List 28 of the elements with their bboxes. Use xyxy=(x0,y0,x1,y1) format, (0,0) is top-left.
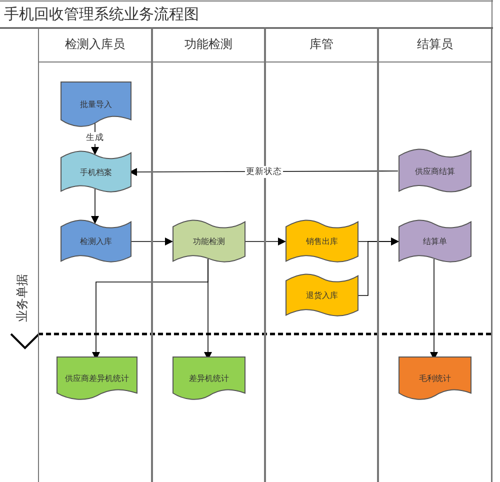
arrow xyxy=(244,238,286,246)
lane-header: 检测入库员 xyxy=(64,36,126,53)
swimlane xyxy=(378,28,492,482)
tape-shape: 退货入库 xyxy=(286,275,358,316)
lane-header: 结算员 xyxy=(416,36,454,53)
tape-shape: 供应商结算 xyxy=(399,150,471,192)
arrow xyxy=(130,238,173,246)
lane-header: 功能检测 xyxy=(184,36,234,53)
arrow xyxy=(91,188,99,224)
tape-shape: 功能检测 xyxy=(173,221,245,262)
arrow xyxy=(356,238,399,296)
edge-label: 生成 xyxy=(85,132,105,144)
section-label: 业务单据 xyxy=(14,273,30,324)
swimlane xyxy=(265,28,378,482)
document-shape: 供应商差异机统计 xyxy=(57,357,137,400)
document-shape: 差异机统计 xyxy=(173,357,245,400)
title: 手机回收管理系统业务流程图 xyxy=(4,5,199,24)
tape-shape: 结算单 xyxy=(399,221,471,262)
arrow xyxy=(91,122,99,155)
edge-label: 更新状态 xyxy=(245,166,283,178)
tape-shape: 手机档案 xyxy=(61,152,131,192)
tape-shape: 检测入库 xyxy=(61,221,131,262)
swimlane xyxy=(38,28,152,482)
swimlane xyxy=(152,28,265,482)
document-shape: 批量导入 xyxy=(61,82,131,127)
lane-header: 库管 xyxy=(308,36,334,53)
tape-shape: 销售出库 xyxy=(286,221,358,262)
document-shape: 毛利统计 xyxy=(399,357,471,400)
